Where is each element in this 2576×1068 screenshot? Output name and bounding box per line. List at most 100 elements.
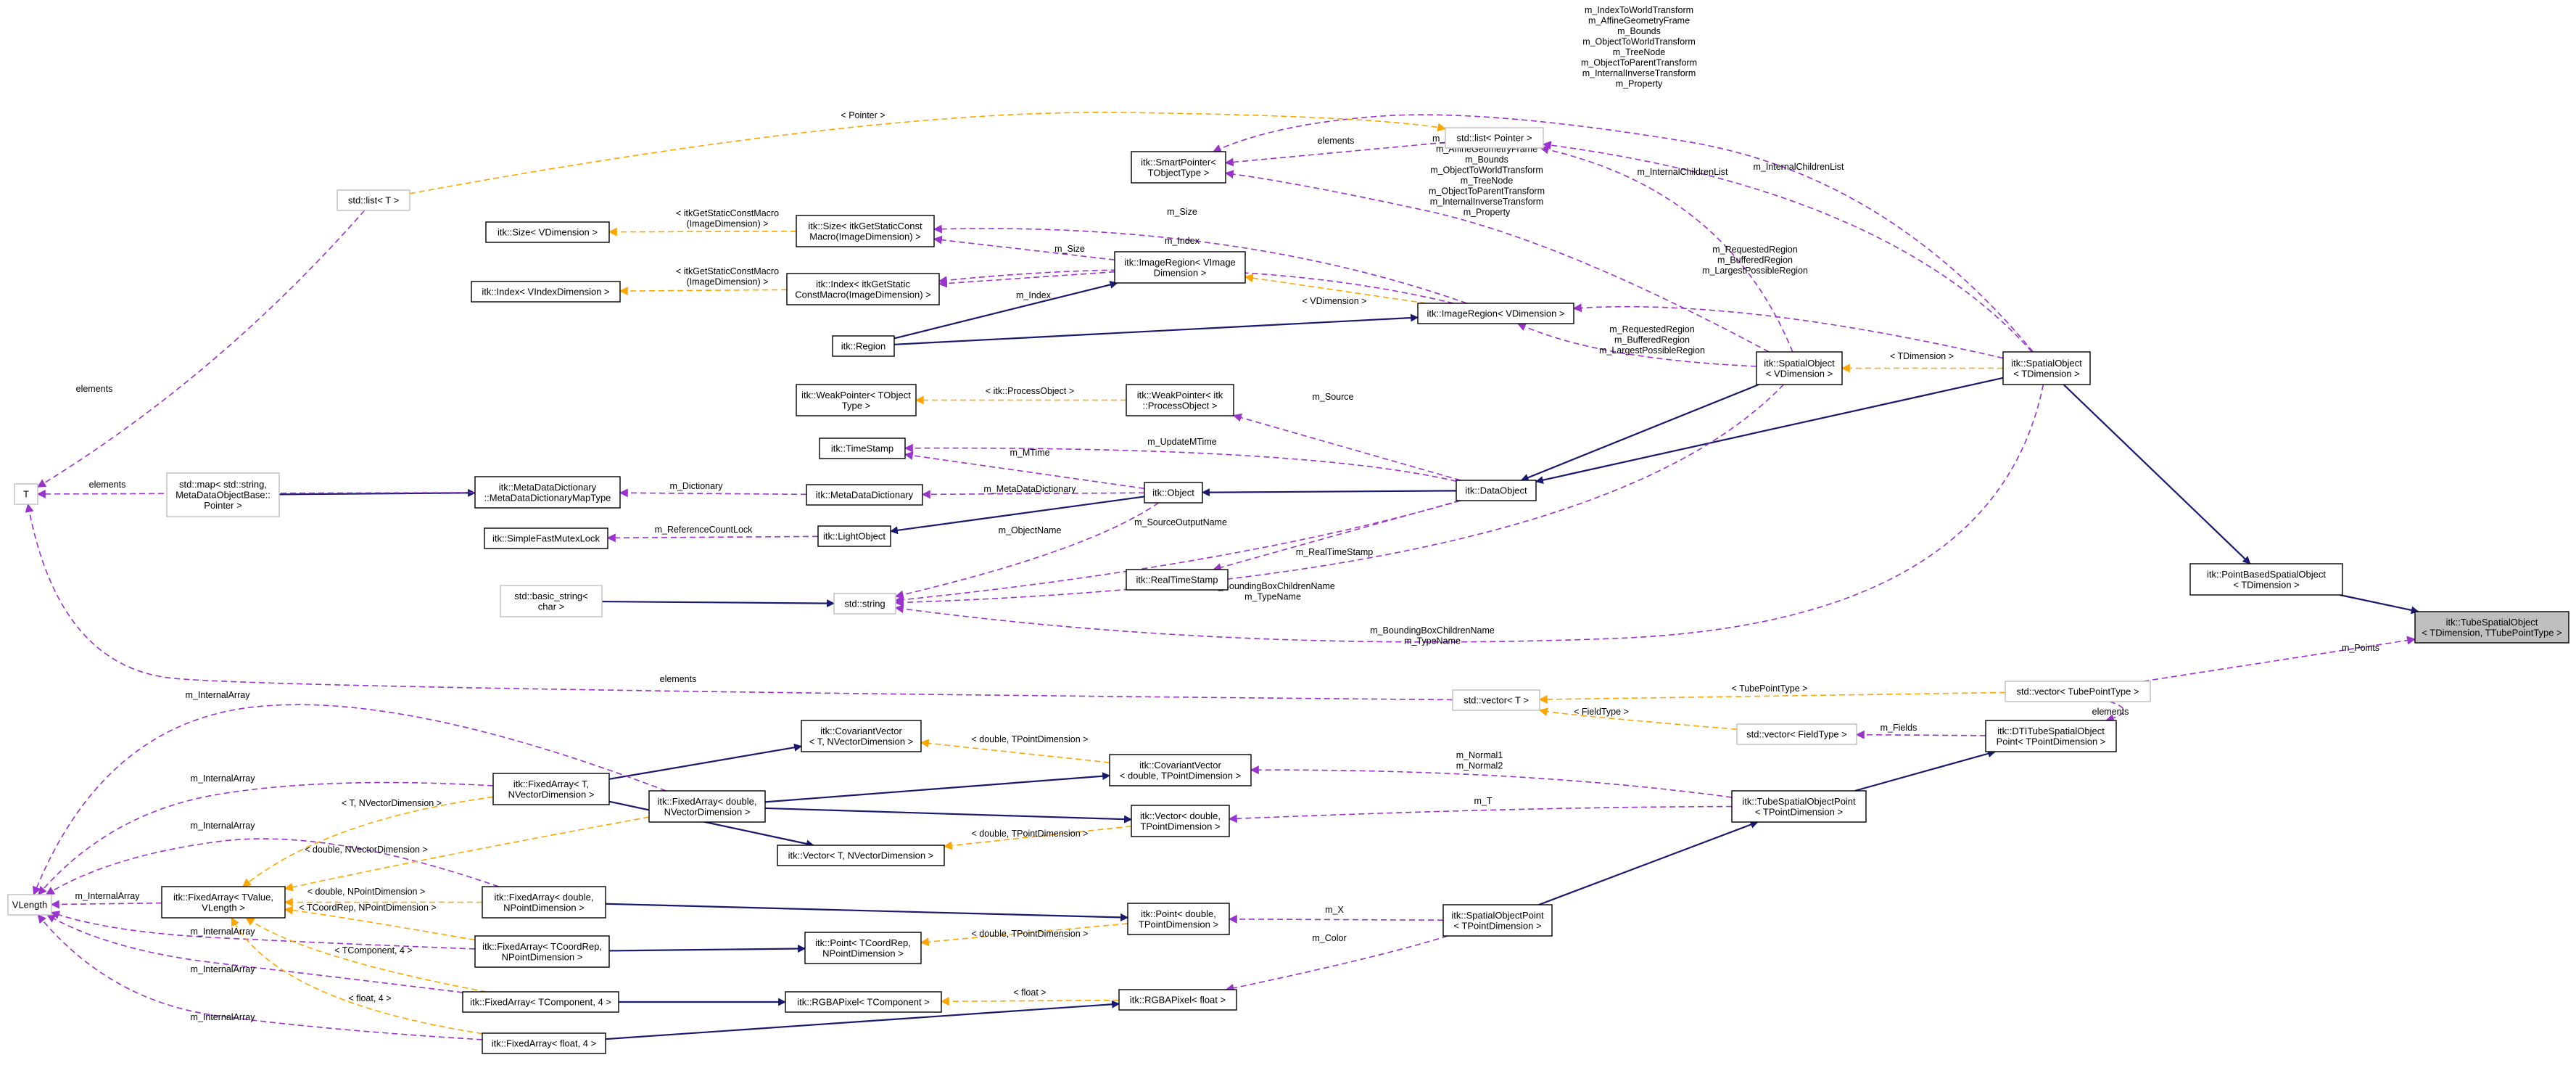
edge-label-line: < itkGetStaticConstMacro: [676, 266, 779, 276]
class-node-std-list-pointer[interactable]: std::list< Pointer >: [1445, 127, 1544, 149]
class-node-fixed-array-t-nvector[interactable]: itk::FixedArray< T,NVectorDimension >: [492, 773, 610, 805]
edge-label-line: < double, NPointDimension >: [307, 887, 426, 897]
usage-edge-fixed_array_t_nvector-to-vlength: [38, 781, 494, 895]
edge-label-field_type_tpl: < FieldType >: [1574, 707, 1629, 717]
edge-label-line: m_Property: [1464, 208, 1511, 218]
class-node-box: [482, 1032, 606, 1054]
edge-label-line: < VDimension >: [1303, 296, 1367, 306]
class-node-fixed-array-tvalue[interactable]: itk::FixedArray< TValue,VLength >: [161, 886, 286, 919]
inheritance-edge-region-to-image_region_vdim: [893, 313, 1419, 345]
class-node-box: [1731, 790, 1867, 823]
class-node-meta-data-dictionary-map[interactable]: itk::MetaDataDictionary::MetaDataDiction…: [474, 476, 621, 509]
class-node-box: [484, 527, 608, 549]
class-node-light-object[interactable]: itk::LightObject: [817, 525, 891, 547]
class-node-vlength[interactable]: VLength: [7, 894, 52, 916]
class-node-label: itk::SimpleFastMutexLock: [492, 533, 600, 544]
class-node-region[interactable]: itk::Region: [832, 335, 895, 357]
class-node-fixed-array-tcoordrep[interactable]: itk::FixedArray< TCoordRep,NPointDimensi…: [474, 935, 610, 968]
class-node-label: Pointer >: [204, 500, 242, 511]
class-node-std-vector-field[interactable]: std::vector< FieldType >: [1736, 723, 1857, 745]
template-edge-fixed_array_float-to-fixed_array_tvalue: [231, 916, 483, 1035]
class-node-label: itk::Object: [1152, 488, 1194, 498]
class-node-real-time-stamp[interactable]: itk::RealTimeStamp: [1126, 569, 1229, 591]
class-node-box: [2005, 681, 2151, 702]
class-node-basic-string[interactable]: std::basic_string<char >: [500, 585, 603, 617]
template-edge-point_double-to-point_tcoordrep: [920, 923, 1128, 947]
class-node-std-vector-tube-point[interactable]: std::vector< TubePointType >: [2005, 681, 2151, 702]
usage-edge-spatial_object_vdim-to-std_list_pointer: [1540, 145, 1793, 353]
class-node-meta-data-dictionary[interactable]: itk::MetaDataDictionary: [806, 484, 923, 506]
edge-label-line: (ImageDimension) >: [687, 277, 769, 287]
class-node-tube-spatial-object-point[interactable]: itk::TubeSpatialObjectPoint< TPointDimen…: [1731, 790, 1867, 823]
class-node-t-node[interactable]: T: [14, 483, 38, 505]
edge-label-line: elements: [89, 480, 126, 490]
class-node-box: [500, 585, 603, 617]
usage-edge-spatial_object_vdim-to-image_region_vdim: [1516, 323, 1757, 367]
edge-label-line: < double, TPointDimension >: [972, 929, 1089, 939]
class-node-std-string[interactable]: std::string: [833, 593, 896, 615]
class-node-covariant-vector-double[interactable]: itk::CovariantVector< double, TPointDime…: [1109, 754, 1252, 786]
class-node-data-object[interactable]: itk::DataObject: [1456, 480, 1537, 501]
class-node-weak-pointer-tobject[interactable]: itk::WeakPointer< TObjectType >: [796, 384, 917, 416]
edge-label-line: m_RealTimeStamp: [1296, 547, 1374, 557]
class-node-spatial-object-vdim[interactable]: itk::SpatialObject< VDimension >: [1756, 351, 1843, 385]
class-node-point-tcoordrep[interactable]: itk::Point< TCoordRep,NPointDimension >: [804, 932, 922, 964]
inheritance-edge-point_based_spatial_object-to-tube_spatial_object: [2340, 593, 2419, 615]
class-node-size-macro[interactable]: itk::Size< itkGetStaticConstMacro(ImageD…: [796, 215, 935, 247]
edge-label-line: < T, NVectorDimension >: [342, 798, 442, 808]
class-node-covariant-vector-t[interactable]: itk::CovariantVector< T, NVectorDimensio…: [801, 720, 922, 752]
class-node-weak-pointer-process[interactable]: itk::WeakPointer< itk::ProcessObject >: [1126, 384, 1234, 416]
usage-edge-tube_spatial_object_point-to-vector_double: [1228, 805, 1733, 823]
class-node-object[interactable]: itk::Object: [1144, 482, 1203, 504]
class-node-index-vindex[interactable]: itk::Index< VIndexDimension >: [471, 281, 621, 303]
edge-label-line: m_TypeName: [1404, 636, 1461, 646]
class-node-fixed-array-double-npoint[interactable]: itk::FixedArray< double,NPointDimension …: [482, 886, 606, 919]
class-node-box: [337, 189, 410, 211]
edge-label-m_internal_array_5: m_InternalArray: [191, 964, 256, 974]
class-node-label: < TDimension, TTubePointType >: [2422, 627, 2561, 638]
class-node-label: itk::CovariantVector: [1139, 760, 1221, 771]
class-node-fixed-array-float[interactable]: itk::FixedArray< float, 4 >: [482, 1032, 606, 1054]
class-node-label: itk::SmartPointer<: [1141, 157, 1216, 168]
class-node-smart-pointer[interactable]: itk::SmartPointer<TObjectType >: [1131, 151, 1226, 184]
edge-label-line: m_BoundingBoxChildrenName: [1210, 581, 1335, 591]
edge-label-line: < double, TPointDimension >: [972, 829, 1089, 839]
class-node-rgba-tcomponent[interactable]: itk::RGBAPixel< TComponent >: [785, 991, 942, 1013]
edge-label-line: m_TreeNode: [1613, 47, 1666, 57]
class-node-label: ::MetaDataDictionaryMapType: [484, 492, 611, 503]
class-node-simple-fast-mutex-lock[interactable]: itk::SimpleFastMutexLock: [484, 527, 608, 549]
class-node-size-vdim[interactable]: itk::Size< VDimension >: [485, 221, 610, 243]
class-node-vector-t[interactable]: itk::Vector< T, NVectorDimension >: [777, 845, 945, 866]
class-node-index-macro[interactable]: itk::Index< itkGetStaticConstMacro(Image…: [786, 273, 940, 305]
template-edge-covariant_vector_double-to-covariant_vector_t: [920, 739, 1110, 763]
edge-label-line: (ImageDimension) >: [687, 219, 769, 229]
class-node-spatial-object-tdim[interactable]: itk::SpatialObject< TDimension >: [2002, 351, 2091, 385]
usage-edge-image_region_vimage-to-index_macro: [938, 271, 1115, 288]
class-node-std-vector-t[interactable]: std::vector< T >: [1452, 689, 1540, 711]
edge-label-elements_t_list: elements: [76, 384, 113, 394]
class-node-rgba-float[interactable]: itk::RGBAPixel< float >: [1118, 989, 1237, 1011]
edge-label-elements_tubevec: elements: [2092, 707, 2129, 717]
class-node-std-map[interactable]: std::map< std::string,MetaDataObjectBase…: [166, 472, 280, 517]
class-node-tube-spatial-object[interactable]: itk::TubeSpatialObject< TDimension, TTub…: [2414, 611, 2569, 644]
edge-label-line: m_Property: [1616, 79, 1663, 89]
class-node-fixed-array-double-nvector[interactable]: itk::FixedArray< double,NVectorDimension…: [648, 790, 766, 823]
class-node-fixed-array-tcomponent[interactable]: itk::FixedArray< TComponent, 4 >: [462, 991, 619, 1013]
class-node-point-double[interactable]: itk::Point< double,TPointDimension >: [1127, 903, 1230, 935]
class-node-vector-double[interactable]: itk::Vector< double,TPointDimension >: [1131, 805, 1230, 837]
edge-label-m_color: m_Color: [1312, 933, 1346, 943]
class-node-box: [833, 593, 896, 615]
class-node-std-list-t[interactable]: std::list< T >: [337, 189, 410, 211]
class-node-time-stamp[interactable]: itk::TimeStamp: [819, 438, 906, 459]
class-node-point-based-spatial-object[interactable]: itk::PointBasedSpatialObject< TDimension…: [2189, 563, 2343, 596]
class-node-image-region-vdim[interactable]: itk::ImageRegion< VDimension >: [1417, 303, 1574, 324]
class-node-label: itk::DTITubeSpatialObject: [1997, 726, 2105, 736]
edge-label-tdimension_tpl: < TDimension >: [1890, 351, 1954, 361]
class-node-spatial-object-point[interactable]: itk::SpatialObjectPoint< TPointDimension…: [1442, 904, 1553, 937]
class-node-label: TObjectType >: [1148, 167, 1210, 178]
inheritance-edge-fixed_array_tcoordrep-to-point_tcoordrep: [608, 945, 806, 953]
usage-edge-tube_spatial_object_point-to-covariant_vector_double: [1250, 765, 1733, 798]
